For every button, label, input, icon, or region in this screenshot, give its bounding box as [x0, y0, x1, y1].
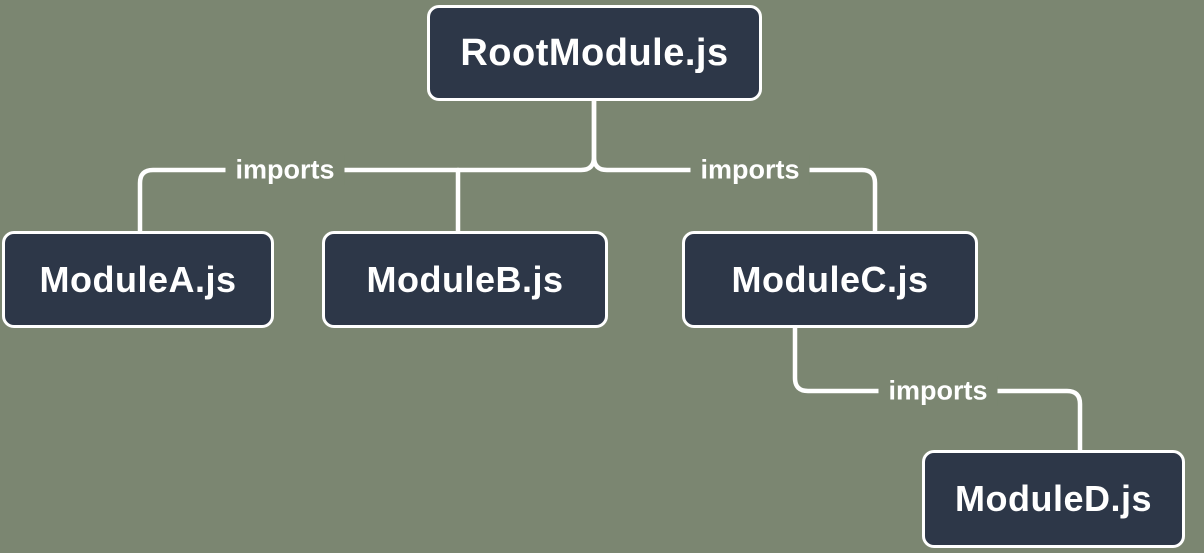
- node-rootmodule: RootModule.js: [427, 5, 762, 101]
- node-moduleB-label: ModuleB.js: [366, 258, 564, 300]
- edge-label-imports-left: imports: [225, 154, 345, 186]
- node-moduleD-label: ModuleD.js: [954, 478, 1152, 519]
- node-moduleA: ModuleA.js: [2, 231, 274, 328]
- node-moduleD: ModuleD.js: [922, 450, 1185, 548]
- node-moduleA-label: ModuleA.js: [39, 258, 237, 300]
- edge-label-imports-bottom: imports: [878, 375, 998, 407]
- edge-label-imports-right: imports: [690, 154, 810, 186]
- node-moduleC: ModuleC.js: [682, 231, 978, 328]
- node-moduleB: ModuleB.js: [322, 231, 608, 328]
- node-rootmodule-label: RootModule.js: [460, 31, 729, 74]
- node-moduleC-label: ModuleC.js: [731, 258, 929, 300]
- edge-root-moduleA: [137, 98, 597, 234]
